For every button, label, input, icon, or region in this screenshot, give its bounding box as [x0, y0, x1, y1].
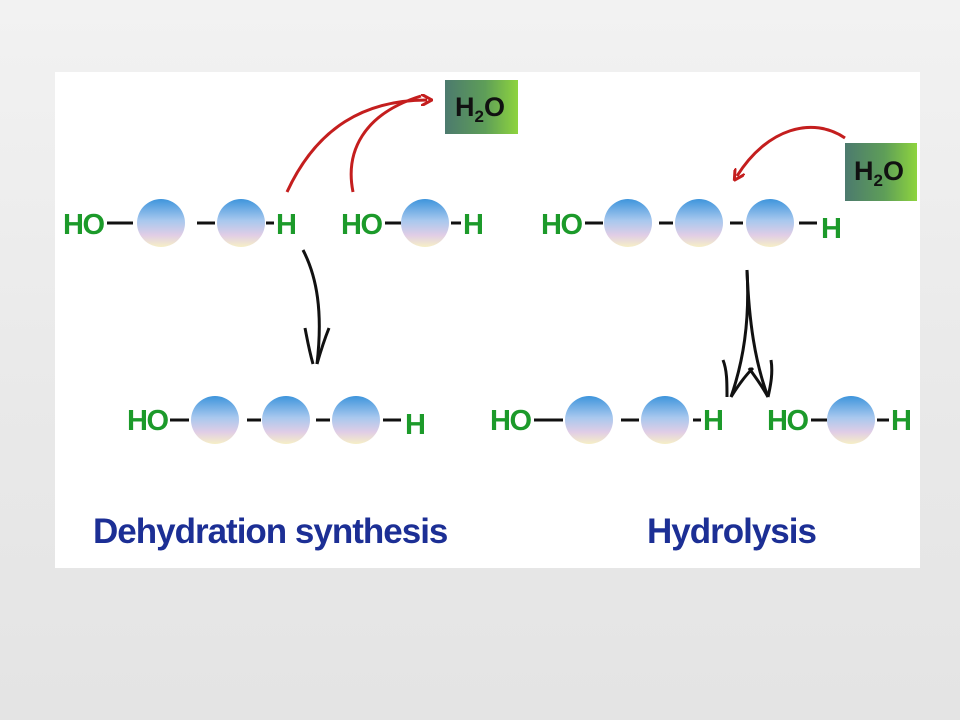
monomer: [401, 199, 449, 247]
hydrolysis-caption: Hydrolysis: [647, 512, 816, 551]
water-subscript: 2: [475, 107, 484, 126]
water-box: [445, 80, 518, 134]
water-o: O: [484, 92, 505, 122]
monomer: [565, 396, 613, 444]
monomer: [137, 199, 185, 247]
ho-label: HO: [341, 209, 382, 241]
dehydration-reactant-1: HO H: [63, 199, 297, 247]
monomer: [746, 199, 794, 247]
monomer: [604, 199, 652, 247]
dehydration-reactant-2: HO H: [341, 199, 484, 247]
water-addition-arrow: [737, 125, 846, 176]
h-label: H: [405, 409, 424, 441]
svg-text:H2O: H2O: [854, 156, 904, 190]
water-release-arrow: [349, 94, 422, 193]
hydrolysis-dehydration-diagram: HO H HO H H2O HO H Dehydration: [63, 80, 917, 551]
h-label: H: [891, 405, 910, 437]
diagram-panel: HO H HO H H2O HO H Dehydration: [55, 72, 920, 568]
h-label: H: [703, 405, 722, 437]
water-h: H: [455, 92, 475, 122]
water-subscript: 2: [874, 171, 883, 190]
ho-label: HO: [767, 405, 808, 437]
dehydration-product: HO H: [127, 396, 426, 444]
water-box: [845, 143, 917, 201]
ho-label: HO: [127, 405, 168, 437]
monomer: [675, 199, 723, 247]
dehydration-caption: Dehydration synthesis: [93, 512, 448, 551]
hydrolysis-reactant: HO H: [541, 199, 842, 247]
svg-text:H2O: H2O: [455, 92, 505, 126]
water-reactant-box: H2O: [845, 143, 917, 201]
ho-label: HO: [541, 209, 582, 241]
monomer: [827, 396, 875, 444]
ho-label: HO: [490, 405, 531, 437]
monomer: [332, 396, 380, 444]
h-label: H: [276, 209, 295, 241]
water-o: O: [883, 156, 904, 186]
hydrolysis-arrow: [745, 269, 770, 398]
synthesis-arrow: [301, 249, 321, 365]
water-product-box: H2O: [445, 80, 518, 134]
hydrolysis-arrow-head: [747, 359, 774, 398]
monomer: [217, 199, 265, 247]
hydrolysis-product-2: HO H: [767, 396, 912, 444]
synthesis-arrow-head: [303, 327, 331, 365]
water-h: H: [854, 156, 874, 186]
h-label: H: [821, 213, 840, 245]
monomer: [262, 396, 310, 444]
monomer: [191, 396, 239, 444]
monomer: [641, 396, 689, 444]
ho-label: HO: [63, 209, 104, 241]
hydrolysis-product-1: HO H: [490, 396, 724, 444]
h-label: H: [463, 209, 482, 241]
